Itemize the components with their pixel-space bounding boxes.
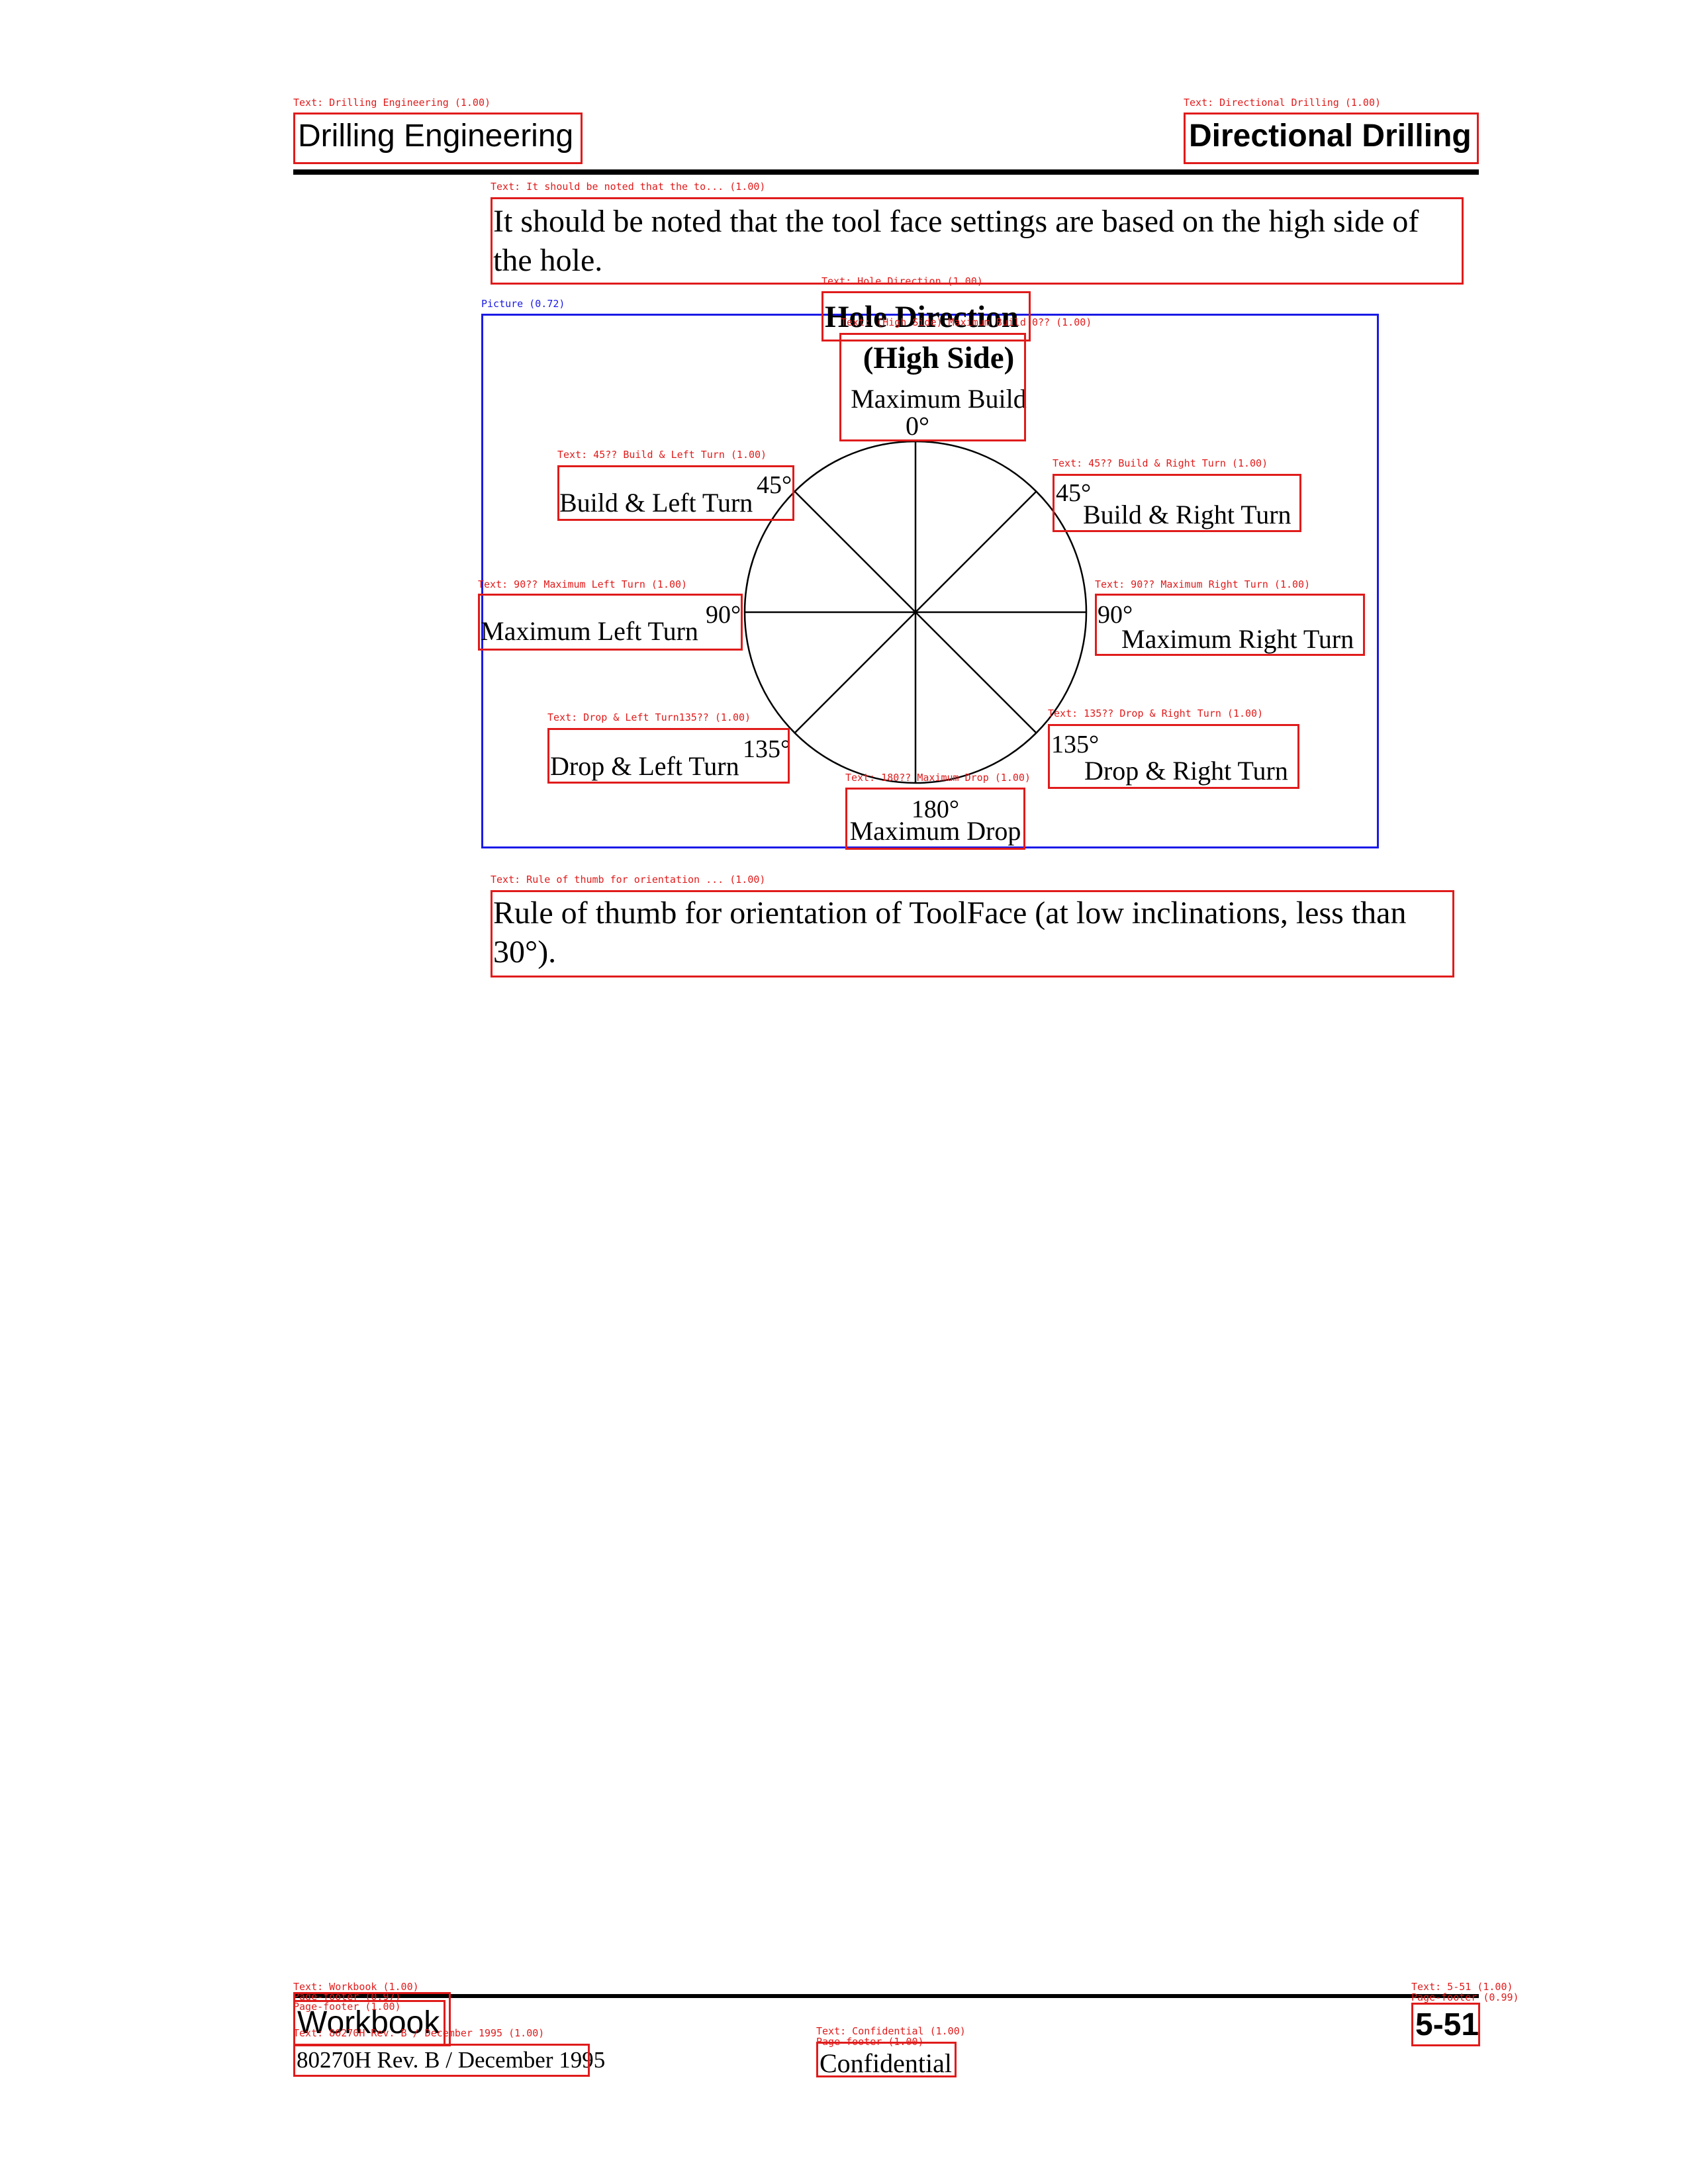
label-maximum-left-turn: Maximum Left Turn	[481, 616, 698, 646]
detection-box-confidential	[816, 2042, 957, 2077]
label-maximum-right-turn: Maximum Right Turn	[1121, 624, 1354, 654]
axis-diagonal-ne-sw	[794, 491, 1037, 733]
detection-tag-caption: Text: Rule of thumb for orientation ... …	[491, 874, 766, 886]
label-se-135-degrees: 135°	[1051, 731, 1100, 758]
intro-paragraph: It should be noted that the tool face se…	[493, 204, 1419, 278]
label-build-left-turn: Build & Left Turn	[559, 488, 753, 518]
detection-box-caption	[491, 890, 1454, 978]
detection-tag-footer-4: Page-footer (0.99)	[1411, 1991, 1519, 2003]
header-rule	[293, 169, 1479, 175]
detection-tag-picture: Picture (0.72)	[481, 298, 565, 310]
label-0-degrees: 0°	[906, 411, 929, 441]
detection-box-w	[478, 594, 743, 651]
detection-box-revision	[293, 2044, 590, 2077]
detection-box-ne	[1053, 474, 1301, 532]
detection-tag-intro: Text: It should be noted that the to... …	[491, 181, 766, 193]
detection-tag-title: Text: Hole Direction (1.00)	[821, 275, 983, 287]
label-drop-left-turn: Drop & Left Turn	[550, 751, 739, 781]
detection-tag-page-number: Text: 5-51 (1.00)	[1411, 1981, 1513, 1993]
footer-revision: 80270H Rev. B / December 1995	[297, 2047, 606, 2073]
footer-page-number: 5-51	[1415, 2007, 1479, 2042]
detection-tag-ne: Text: 45?? Build & Right Turn (1.00)	[1053, 457, 1268, 469]
label-drop-right-turn: Drop & Right Turn	[1084, 756, 1288, 786]
figure-caption: Rule of thumb for orientation of ToolFac…	[493, 895, 1407, 970]
detection-tag-sw: Text: Drop & Left Turn135?? (1.00)	[547, 711, 751, 723]
label-sw-135-degrees: 135°	[743, 735, 791, 763]
detection-tag-workbook: Text: Workbook (1.00)	[293, 1981, 419, 1993]
label-ne-45-degrees: 45°	[1056, 479, 1092, 507]
detection-tag-w: Text: 90?? Maximum Left Turn (1.00)	[478, 578, 688, 590]
detection-tag-nw: Text: 45?? Build & Left Turn (1.00)	[557, 449, 767, 461]
detection-tag-bottom: Text: 180?? Maximum Drop (1.00)	[845, 772, 1031, 784]
header-right-title: Directional Drilling	[1189, 118, 1472, 154]
label-e-90-degrees: 90°	[1098, 601, 1133, 629]
detection-tag-header-left: Text: Drilling Engineering (1.00)	[293, 97, 491, 109]
detection-box-e	[1095, 594, 1365, 656]
header-left-title: Drilling Engineering	[298, 118, 574, 154]
footer-rule	[293, 1994, 1479, 1998]
detection-box-header-right	[1184, 113, 1479, 164]
detection-box-sw	[547, 728, 790, 784]
figure-title-hole-direction: Hole Direction	[825, 300, 1019, 334]
detection-tag-revision: Text: 80270H Rev. B / December 1995 (1.0…	[293, 2027, 545, 2039]
label-build-right-turn: Build & Right Turn	[1083, 500, 1291, 529]
detection-box-se	[1048, 724, 1299, 789]
detection-box-highside	[839, 333, 1026, 441]
label-maximum-build: Maximum Build	[851, 384, 1027, 414]
detection-tag-e: Text: 90?? Maximum Right Turn (1.00)	[1095, 578, 1311, 590]
detection-box-title	[821, 291, 1031, 341]
detection-box-intro	[491, 197, 1464, 285]
label-maximum-drop: Maximum Drop	[849, 816, 1021, 846]
detection-box-header-left	[293, 113, 583, 164]
figure-title-high-side: (High Side)	[863, 341, 1015, 375]
label-180-degrees: 180°	[911, 796, 960, 823]
label-nw-45-degrees: 45°	[757, 471, 792, 499]
footer-confidential: Confidential	[820, 2048, 952, 2078]
detection-box-picture	[481, 314, 1379, 848]
detection-tag-footer-1: Page-footer (0.97)	[293, 1991, 401, 2003]
detection-box-nw	[557, 465, 794, 521]
detection-box-page-number	[1411, 2003, 1480, 2046]
detection-tag-confidential: Text: Confidential (1.00)	[816, 2025, 966, 2037]
detection-tag-header-right: Text: Directional Drilling (1.00)	[1184, 97, 1382, 109]
label-w-90-degrees: 90°	[706, 601, 741, 629]
detection-tag-footer-2: Page-footer (1.00)	[293, 2001, 401, 2013]
detection-box-bottom	[845, 788, 1025, 850]
footer-workbook: Workbook	[297, 2005, 440, 2040]
detection-tag-highside: Text: (High Side) Maximum Build 0?? (1.0…	[841, 316, 1092, 328]
detection-tag-se: Text: 135?? Drop & Right Turn (1.00)	[1048, 707, 1264, 719]
